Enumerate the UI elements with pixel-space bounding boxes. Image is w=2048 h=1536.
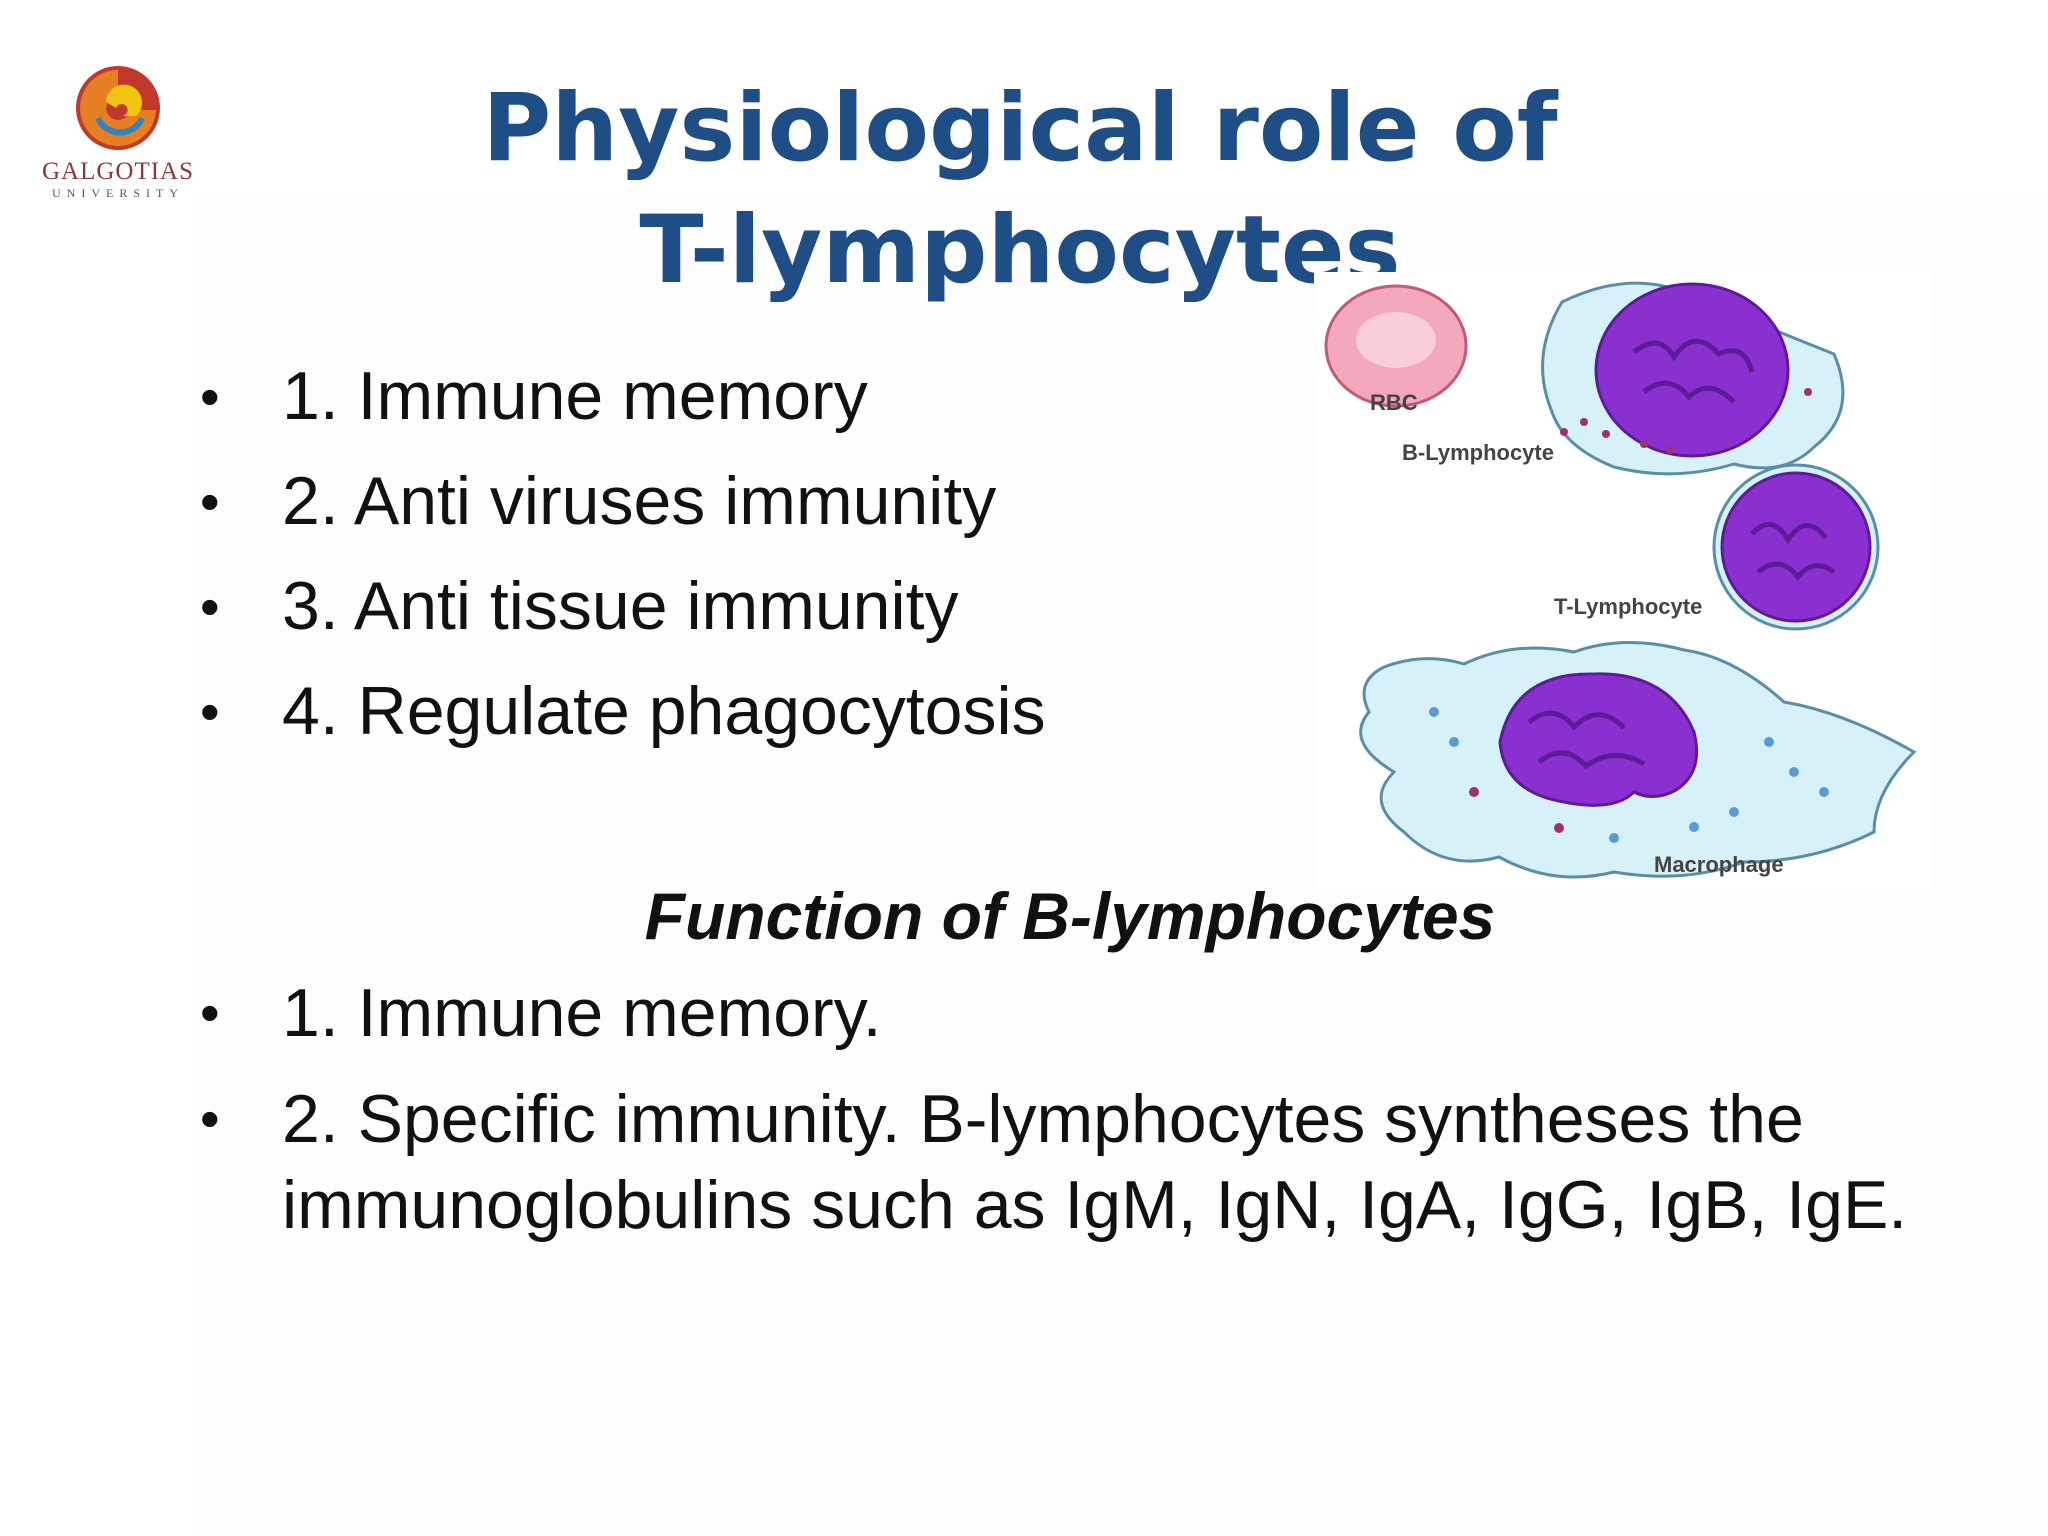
title-line-2: T-lymphocytes [639, 196, 1401, 305]
list-item-text: 1. Immune memory [282, 358, 868, 434]
b-lymphocyte-function-list: • 1. Immune memory. • 2. Specific immunity… [200, 970, 1920, 1268]
blood-cells-figure: RBC B-Lymphocyte T-Lymphocyte [1314, 272, 1930, 888]
list-item: • 2. Anti viruses immunity [200, 449, 1100, 554]
university-logo: GALGOTIAS UNIVERSITY [38, 58, 198, 208]
bullet-icon: • [200, 1087, 220, 1150]
rbc-icon [1324, 284, 1468, 408]
bullet-icon: • [200, 680, 220, 743]
bullet-icon: • [200, 365, 220, 428]
bullet-icon: • [200, 470, 220, 533]
bullet-icon: • [200, 575, 220, 638]
list-item-text: 1. Immune memory. [282, 975, 882, 1051]
list-item: • 2. Specific immunity. B-lymphocytes syn… [200, 1076, 1920, 1248]
t-lymphocyte-label: T-Lymphocyte [1554, 594, 1702, 619]
list-item-text: 2. Specific immunity. B-lymphocytes synt… [282, 1081, 1908, 1243]
list-item-text: 2. Anti viruses immunity [282, 463, 997, 539]
slide-title: Physiological role of T-lymphocytes [430, 68, 1610, 312]
macrophage-label: Macrophage [1654, 852, 1784, 877]
blood-cells-illustration: RBC B-Lymphocyte T-Lymphocyte [1324, 281, 1917, 879]
list-item: • 3. Anti tissue immunity [200, 554, 1100, 659]
b-lymphocyte-icon [1541, 281, 1845, 476]
b-lymphocyte-heading: Function of B-lymphocytes [644, 879, 1496, 953]
bullet-icon: • [200, 981, 220, 1044]
logo-subtitle: UNIVERSITY [52, 186, 184, 200]
rbc-label: RBC [1370, 390, 1418, 415]
list-item-text: 4. Regulate phagocytosis [282, 673, 1046, 749]
list-item: • 4. Regulate phagocytosis [200, 659, 1100, 764]
macrophage-icon [1359, 640, 1917, 879]
list-item: • 1. Immune memory [200, 344, 1100, 449]
list-item: • 1. Immune memory. [200, 970, 1920, 1056]
b-lymphocyte-label: B-Lymphocyte [1402, 440, 1554, 465]
t-lymphocyte-icon [1712, 463, 1880, 631]
t-lymphocyte-function-list: • 1. Immune memory • 2. Anti viruses immun… [200, 344, 1100, 764]
logo-name: GALGOTIAS [41, 158, 195, 185]
title-line-1: Physiological role of [482, 74, 1558, 183]
list-item-text: 3. Anti tissue immunity [282, 568, 959, 644]
logo-emblem-icon [76, 66, 160, 150]
